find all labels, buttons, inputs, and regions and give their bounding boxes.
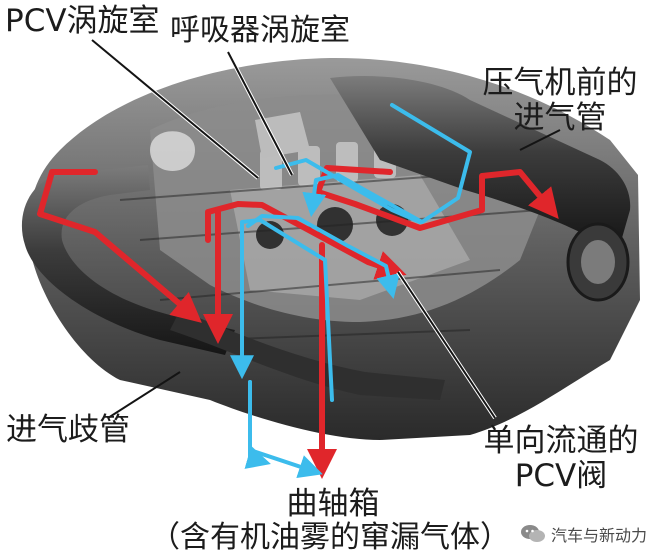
label-pcv-check-valve: 单向流通的 PCV阀 xyxy=(472,424,650,493)
fresh-air-flow-path xyxy=(230,103,472,479)
wechat-icon xyxy=(521,525,545,542)
intake-manifold-runner xyxy=(170,310,445,400)
watermark: 汽车与新动力 xyxy=(520,520,647,548)
label-blowby-note: （含有机油雾的窜漏气体） xyxy=(150,520,510,555)
label-breather-swirl-chamber: 呼吸器涡旋室 xyxy=(170,13,350,48)
label-compressor-pre-intake: 压气机前的 进气管 xyxy=(475,66,645,135)
label-line: 进气管 xyxy=(513,99,607,136)
label-line: 单向流通的 xyxy=(483,423,639,459)
leader-lines xyxy=(91,39,561,419)
label-pcv-swirl-chamber: PCV涡旋室 xyxy=(5,3,160,39)
blowby-flow-path xyxy=(37,165,559,479)
label-line: PCV阀 xyxy=(514,457,608,494)
label-line: 压气机前的 xyxy=(482,65,638,101)
label-intake-manifold: 进气歧管 xyxy=(6,412,130,448)
label-crankcase: 曲轴箱 xyxy=(286,486,380,522)
watermark-text: 汽车与新动力 xyxy=(551,526,648,545)
compressor-inlet xyxy=(581,240,615,284)
